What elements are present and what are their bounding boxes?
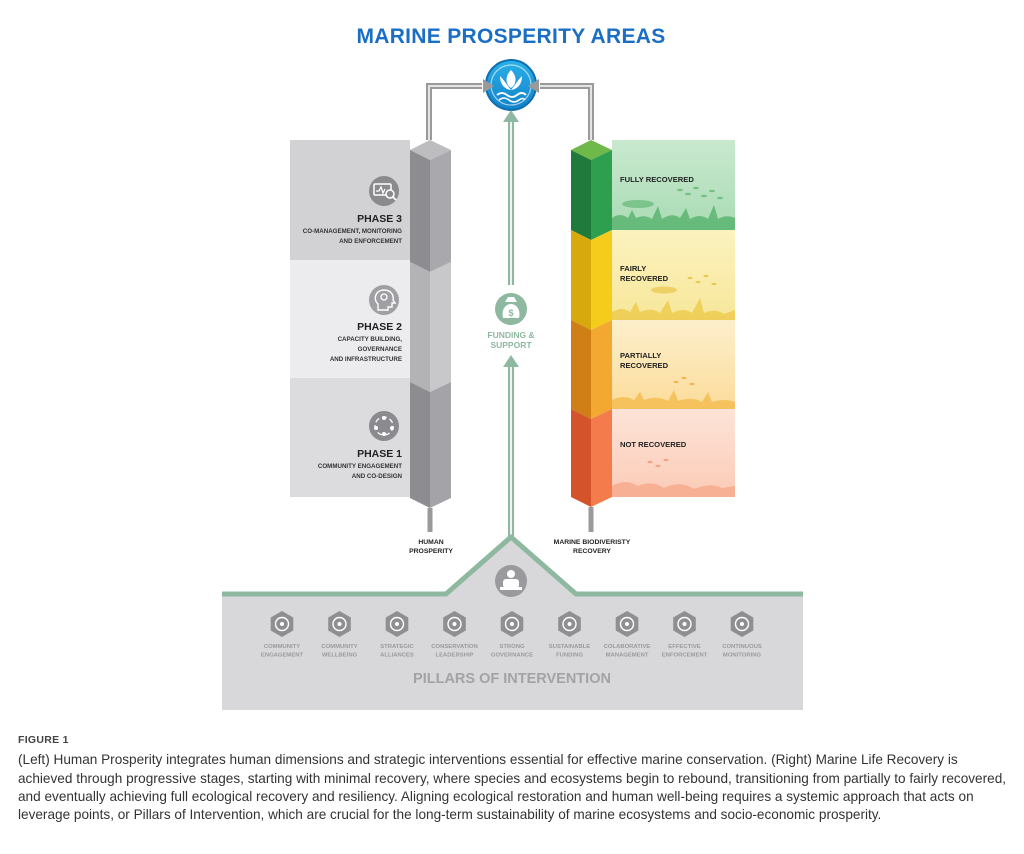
pillar-label-line1: COMMUNITY bbox=[321, 644, 357, 650]
figure-caption-text: (Left) Human Prosperity integrates human… bbox=[18, 752, 1007, 823]
partially-recovered-label-1: PARTIALLY bbox=[620, 351, 661, 360]
people-cycle-icon bbox=[369, 411, 399, 441]
pillar-glyph-dot bbox=[740, 622, 744, 626]
pillar-label-line2: ENFORCEMENT bbox=[662, 653, 708, 659]
partially-recovered-panel bbox=[612, 320, 735, 409]
pillar-glyph bbox=[332, 616, 347, 632]
pillar-item: COMMUNITY WELLBEING bbox=[321, 611, 358, 659]
phase-2-title: PHASE 2 bbox=[357, 321, 402, 333]
pillar-label-line1: COLABORATIVE bbox=[604, 644, 651, 650]
pillar-label-line2: MANAGEMENT bbox=[606, 653, 649, 659]
fully-recovered-label: FULLY RECOVERED bbox=[620, 175, 694, 184]
figure-label: FIGURE 1 bbox=[18, 734, 69, 746]
pillar-item: COMMUNITY ENGAGEMENT bbox=[261, 611, 304, 659]
pillar-item: EFFECTIVE ENFORCEMENT bbox=[662, 611, 708, 659]
pillars-hub-icon bbox=[495, 565, 527, 597]
pillar-glyph bbox=[734, 616, 750, 632]
phase-2-desc-1: CAPACITY BUILDING, bbox=[338, 336, 403, 343]
pillar-item: STRONG GOVERNANCE bbox=[491, 611, 533, 659]
pillar-glyph bbox=[562, 616, 577, 632]
pillar-glyph bbox=[389, 616, 405, 632]
not-recovered-panel bbox=[612, 409, 735, 497]
phase-3-title: PHASE 3 bbox=[357, 213, 402, 225]
pillar-label-line2: ENGAGEMENT bbox=[261, 653, 304, 659]
pillar-label-line1: STRATEGIC bbox=[380, 644, 414, 650]
pillar-label-line2: WELLBEING bbox=[322, 653, 358, 659]
pillar-label-line2: MONITORING bbox=[723, 653, 762, 659]
diagram-title: MARINE PROSPERITY AREAS bbox=[356, 25, 665, 48]
pillar-glyph bbox=[447, 616, 462, 632]
pillar-item: STRATEGIC ALLIANCES bbox=[380, 611, 415, 659]
marine-recovery-pillar bbox=[571, 140, 612, 532]
pillar-label-line2: FUNDING bbox=[556, 653, 583, 659]
support-label: SUPPORT bbox=[490, 340, 532, 350]
funding-arrow bbox=[503, 110, 519, 538]
fully-recovered-panel bbox=[612, 140, 735, 230]
phase-1-desc-2: AND CO-DESIGN bbox=[352, 473, 403, 480]
pillar-glyph bbox=[677, 616, 692, 632]
pillar-item: CONSERVATION LEADERSHIP bbox=[431, 611, 478, 659]
phase-2-desc-3: AND INFRASTRUCTURE bbox=[330, 356, 402, 363]
pillar-glyph bbox=[274, 616, 290, 632]
pillar-glyph bbox=[619, 616, 635, 632]
pillar-glyph-dot bbox=[395, 622, 399, 626]
fairly-recovered-label-2: RECOVERED bbox=[620, 274, 669, 283]
pillar-item: CONTINUOUS MONITORING bbox=[722, 611, 762, 659]
marine-recovery-label-2: RECOVERY bbox=[573, 548, 611, 555]
pillar-label-line1: COMMUNITY bbox=[264, 644, 300, 650]
phase-1-desc-1: COMMUNITY ENGAGEMENT bbox=[318, 463, 402, 470]
pillar-glyph-dot bbox=[567, 622, 572, 626]
human-prosperity-label-1: HUMAN bbox=[418, 539, 443, 546]
pillar-icons-row: COMMUNITY ENGAGEMENT COMMUNITY WELLBEING STR… bbox=[261, 611, 762, 659]
pillar-label-line1: CONSERVATION bbox=[431, 644, 477, 650]
pillar-label-line2: GOVERNANCE bbox=[491, 653, 533, 659]
pillar-item: SUSTAINABLE FUNDING bbox=[549, 611, 591, 659]
pillar-item: COLABORATIVE MANAGEMENT bbox=[604, 611, 651, 659]
pillars-title: PILLARS OF INTERVENTION bbox=[413, 671, 611, 687]
pillar-glyph-dot bbox=[280, 622, 284, 626]
phase-1-title: PHASE 1 bbox=[357, 448, 402, 460]
pillar-glyph-dot bbox=[682, 622, 687, 626]
phase-2-panel bbox=[290, 260, 410, 378]
phase-3-desc-2: AND ENFORCEMENT bbox=[339, 238, 402, 245]
marine-recovery-label-1: MARINE BIODIVERISTY bbox=[554, 539, 631, 546]
left-connector-arrow bbox=[426, 79, 494, 140]
figure-caption: FIGURE 1 (Left) Human Prosperity integra… bbox=[18, 731, 1008, 824]
human-prosperity-pillar bbox=[410, 140, 451, 532]
pillar-glyph-dot bbox=[452, 622, 457, 626]
phase-3-desc-1: CO-MANAGEMENT, MONITORING bbox=[303, 228, 402, 235]
pillar-label-line1: SUSTAINABLE bbox=[549, 644, 591, 650]
pillar-label-line1: CONTINUOUS bbox=[722, 644, 762, 650]
svg-text:$: $ bbox=[508, 308, 513, 318]
pillar-label-line2: LEADERSHIP bbox=[436, 653, 474, 659]
pillar-glyph bbox=[504, 616, 520, 632]
head-gear-icon bbox=[369, 285, 399, 315]
money-bag-icon: $ bbox=[495, 293, 527, 325]
pillar-label-line1: EFFECTIVE bbox=[668, 644, 700, 650]
fairly-recovered-panel bbox=[612, 230, 735, 320]
marine-prosperity-icon bbox=[485, 59, 537, 111]
pillar-label-line1: STRONG bbox=[499, 644, 525, 650]
phase-2-desc-2: GOVERNANCE bbox=[358, 346, 402, 353]
right-connector-arrow bbox=[528, 79, 594, 140]
pillar-glyph-dot bbox=[625, 622, 629, 626]
pillar-glyph-dot bbox=[510, 622, 514, 626]
funding-label: FUNDING & bbox=[487, 330, 534, 340]
pillar-label-line2: ALLIANCES bbox=[380, 653, 414, 659]
human-prosperity-label-2: PROSPERITY bbox=[409, 548, 453, 555]
fairly-recovered-label-1: FAIRLY bbox=[620, 264, 646, 273]
monitor-search-icon bbox=[369, 176, 399, 206]
partially-recovered-label-2: RECOVERED bbox=[620, 361, 669, 370]
not-recovered-label: NOT RECOVERED bbox=[620, 440, 687, 449]
pillar-glyph-dot bbox=[337, 622, 342, 626]
